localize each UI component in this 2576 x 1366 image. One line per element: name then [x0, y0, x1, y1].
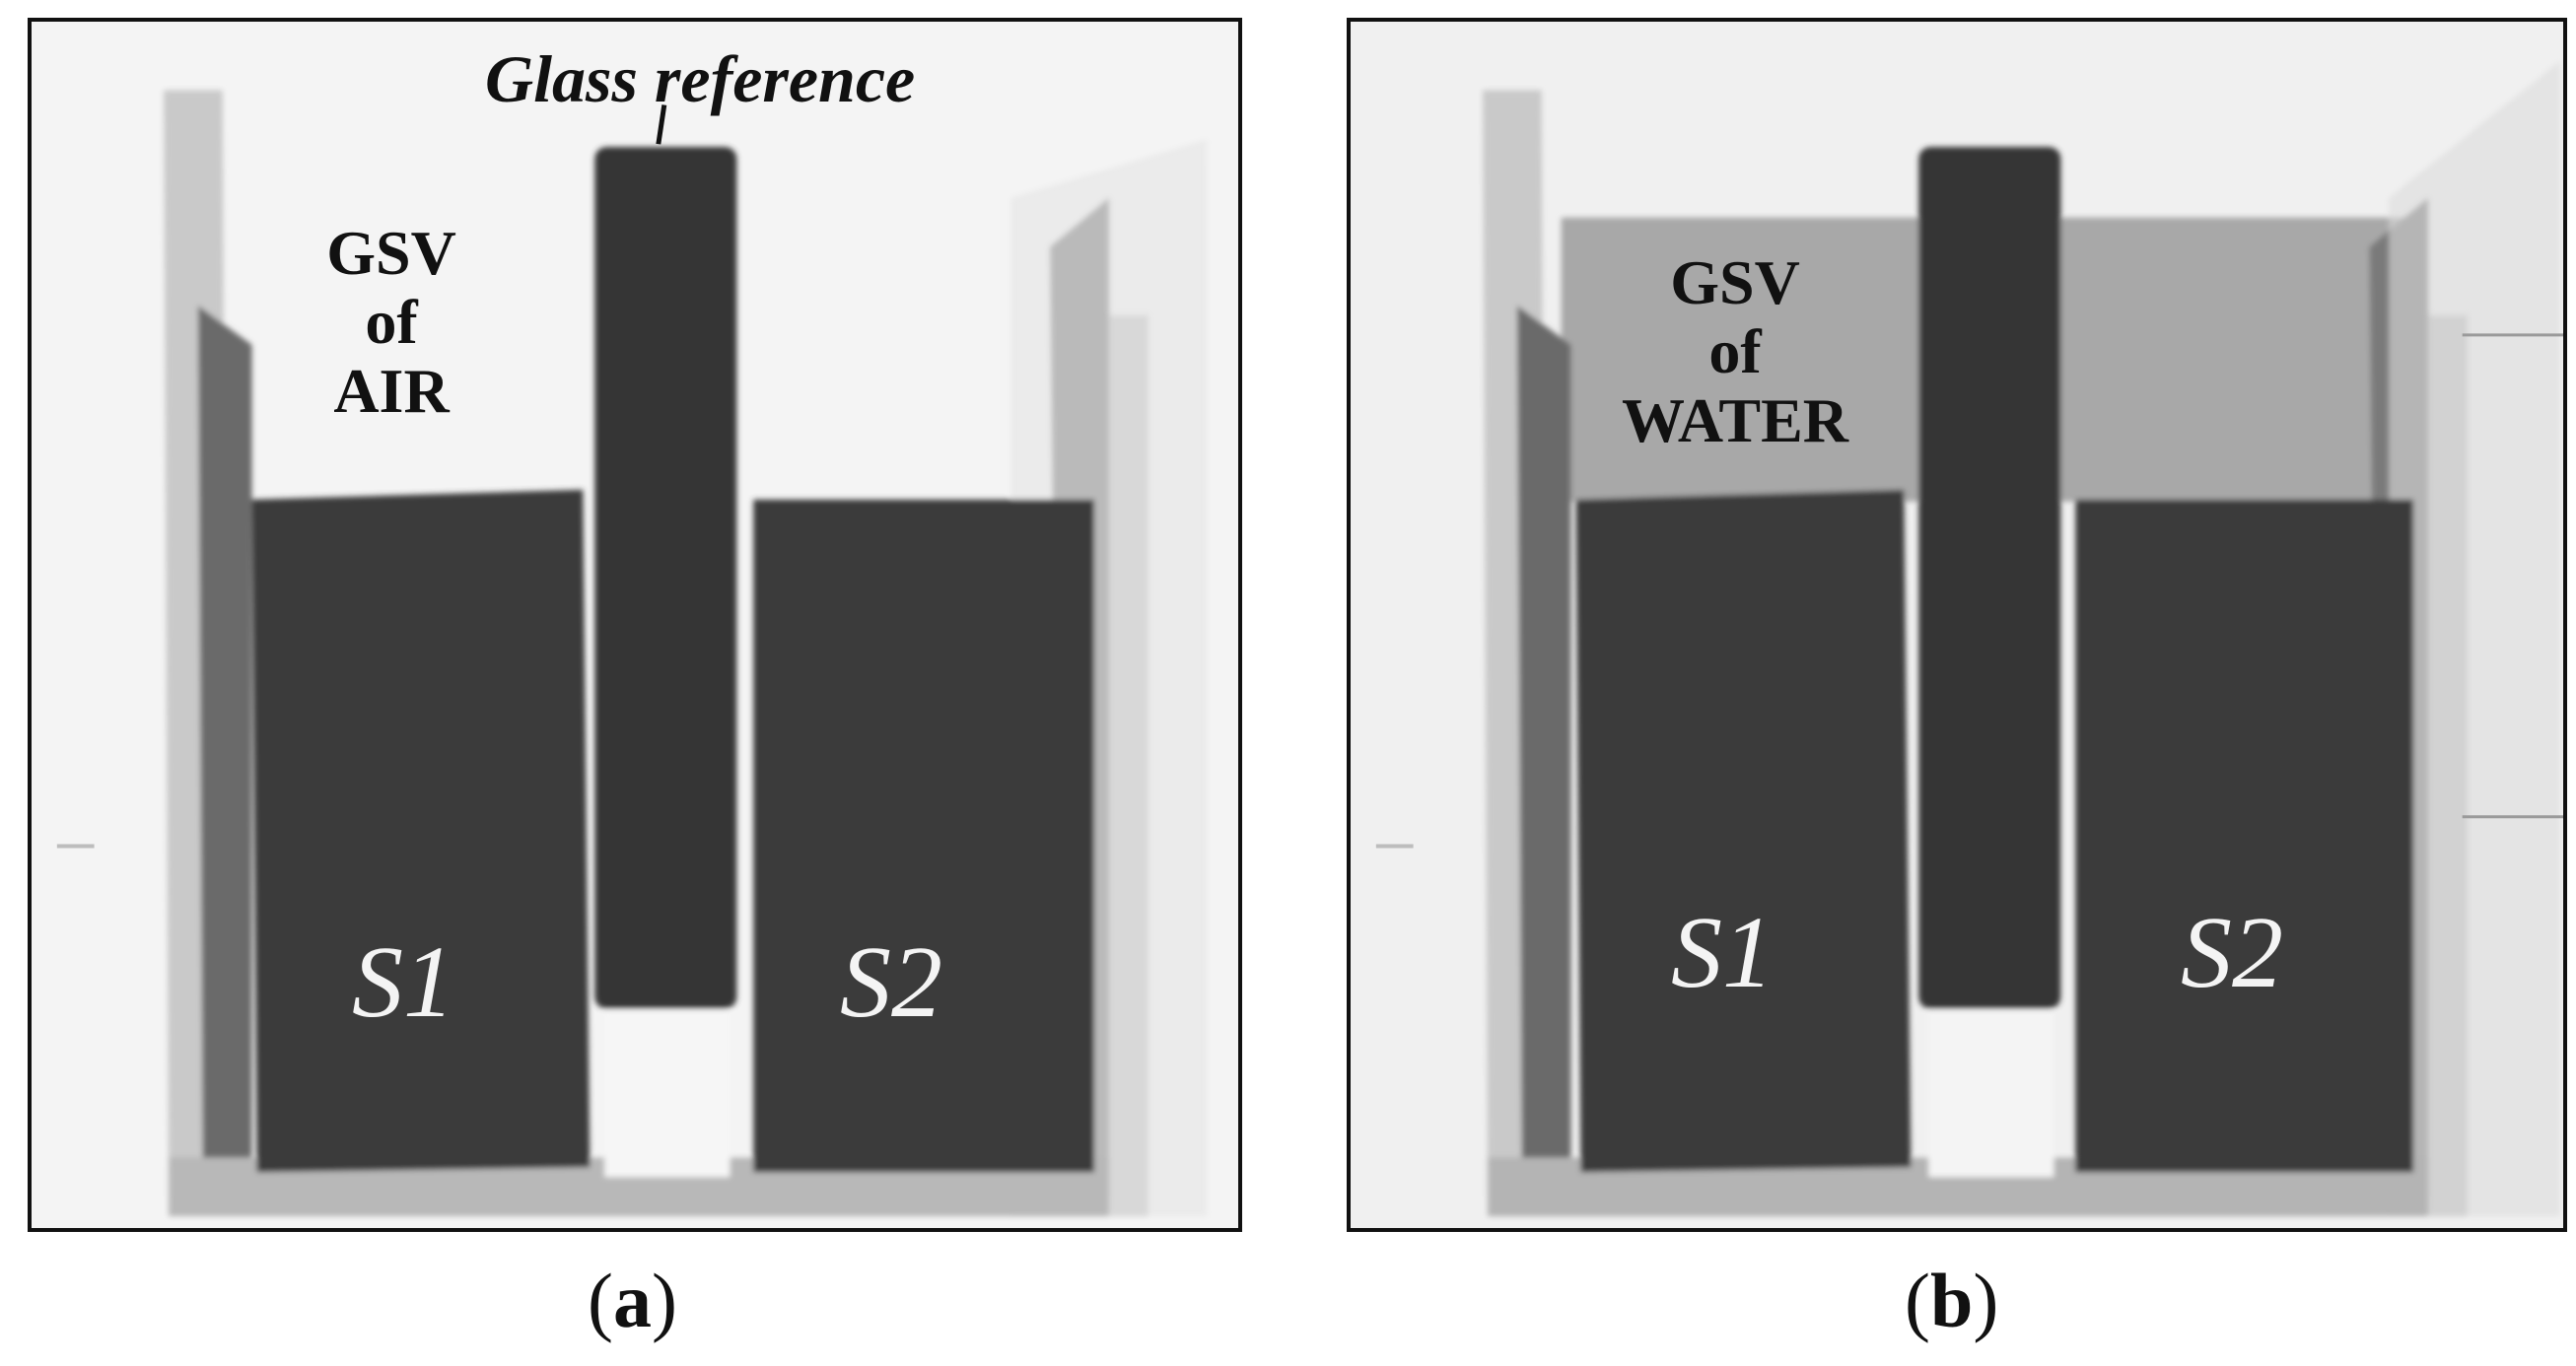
- caption-letter: b: [1929, 1258, 1974, 1343]
- sample-s1-block: [1575, 489, 1912, 1173]
- caption-b: (b): [1905, 1254, 1998, 1348]
- caption-open-paren: (: [588, 1258, 613, 1343]
- region-line: GSV: [326, 218, 456, 288]
- region-line: WATER: [1622, 385, 1848, 455]
- region-line: of: [1708, 316, 1762, 386]
- region-line: of: [365, 287, 418, 357]
- glass-reference-pointer: [656, 104, 667, 145]
- panel-b-image: GSV of WATER S1 S2: [1347, 18, 2567, 1232]
- caption-open-paren: (: [1905, 1258, 1930, 1343]
- sample-s2-block: [753, 499, 1094, 1173]
- region-line: AIR: [333, 356, 450, 426]
- panel-a-radiograph: [32, 22, 1238, 1228]
- glass-reference-block: [594, 147, 737, 1009]
- gsv-air-label: GSV of AIR: [283, 219, 500, 426]
- sample-s1-label: S1: [352, 925, 454, 1039]
- sample-s2-label: S2: [2181, 896, 2283, 1009]
- glass-reference-label: Glass reference: [485, 41, 916, 116]
- caption-a: (a): [588, 1254, 677, 1348]
- region-line: GSV: [1670, 247, 1800, 317]
- sample-s1-label: S1: [1671, 896, 1774, 1009]
- sample-s2-block: [2075, 499, 2413, 1173]
- caption-close-paren: ): [1973, 1258, 1999, 1343]
- glass-reference-block: [1918, 147, 2061, 1009]
- caption-letter: a: [612, 1258, 652, 1343]
- panel-b-radiograph: [1351, 22, 2563, 1228]
- panel-a-image: GSV of AIR S1 S2 Glass reference: [28, 18, 1242, 1232]
- gsv-water-label: GSV of WATER: [1587, 248, 1883, 455]
- caption-close-paren: ): [651, 1258, 677, 1343]
- sample-s1-block: [251, 489, 591, 1173]
- sample-s2-label: S2: [840, 925, 942, 1039]
